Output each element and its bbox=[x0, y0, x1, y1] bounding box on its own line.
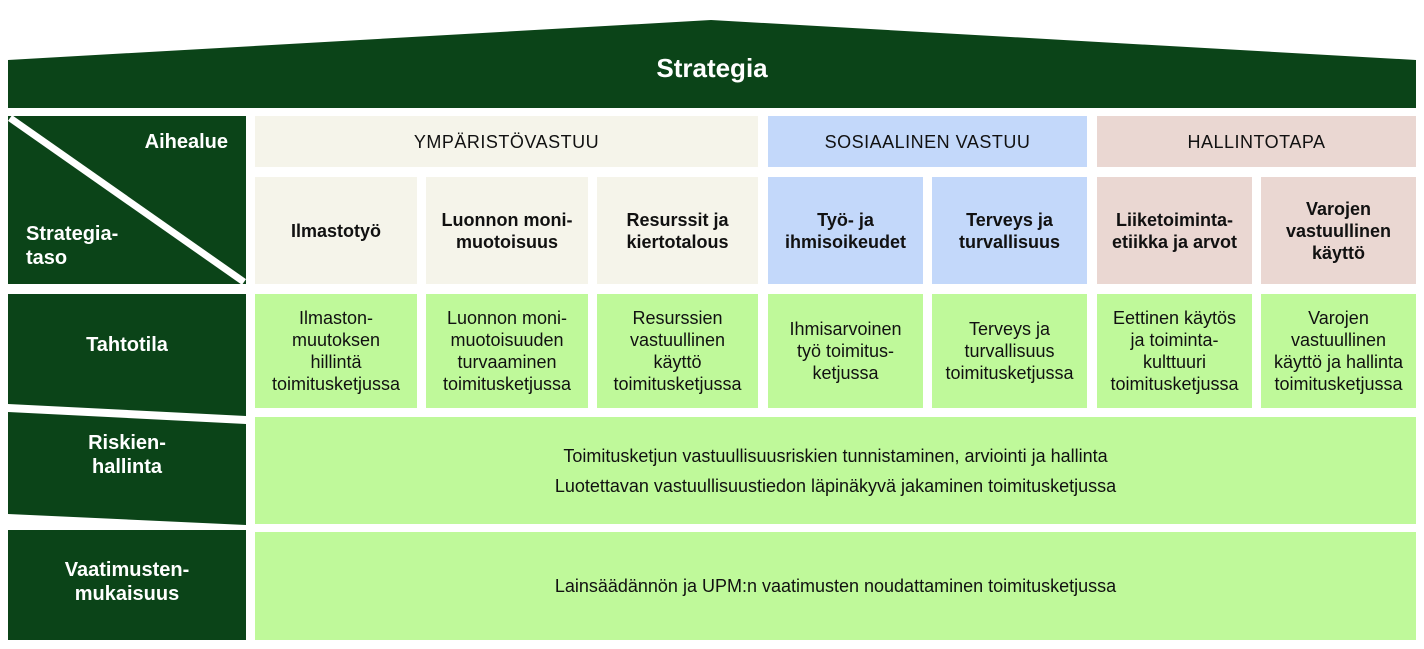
strategy-title: Strategia bbox=[656, 53, 768, 83]
topic-resources: Resurssit ja kiertotalous bbox=[597, 177, 758, 284]
goal-labour-rights: Ihmisarvoinen työ toimitus- ketjussa bbox=[768, 294, 923, 408]
strategy-roof bbox=[8, 20, 1416, 108]
goal-health-safety: Terveys ja turvallisuus toimitusketjussa bbox=[932, 294, 1087, 408]
risk-management-text: Toimitusketjun vastuullisuusriskien tunn… bbox=[255, 417, 1416, 524]
goal-business-ethics: Eettinen käytös ja toiminta- kulttuuri t… bbox=[1097, 294, 1252, 408]
category-axis-label: Aihealue bbox=[144, 131, 228, 153]
category-environment: YMPÄRISTÖVASTUU bbox=[255, 116, 758, 167]
compliance-text: Lainsäädännön ja UPM:n vaatimusten nouda… bbox=[255, 532, 1416, 640]
topic-business-ethics: Liiketoiminta- etiikka ja arvot bbox=[1097, 177, 1252, 284]
row-label-riskienhallinta: Riskien- hallinta bbox=[88, 432, 166, 478]
goal-climate: Ilmaston- muutoksen hillintä toimitusket… bbox=[255, 294, 417, 408]
topic-responsible-funds: Varojen vastuullinen käyttö bbox=[1261, 177, 1416, 284]
topic-climate: Ilmastotyö bbox=[255, 177, 417, 284]
category-social: SOSIAALINEN VASTUU bbox=[768, 116, 1087, 167]
goal-biodiversity: Luonnon moni- muotoisuuden turvaaminen t… bbox=[426, 294, 588, 408]
goal-responsible-funds: Varojen vastuullinen käyttö ja hallinta … bbox=[1261, 294, 1416, 408]
topic-labour-rights: Työ- ja ihmisoikeudet bbox=[768, 177, 923, 284]
axis-header-block bbox=[8, 116, 246, 284]
row-label-vaatimustenmukaisuus: Vaatimusten- mukaisuus bbox=[64, 559, 190, 605]
topic-health-safety: Terveys ja turvallisuus bbox=[932, 177, 1087, 284]
level-axis-label: Strategia- taso bbox=[26, 223, 119, 269]
category-governance: HALLINTOTAPA bbox=[1097, 116, 1416, 167]
goal-resources: Resurssien vastuullinen käyttö toimitusk… bbox=[597, 294, 758, 408]
row-label-tahtotila: Tahtotila bbox=[86, 334, 168, 356]
row-label-shapes bbox=[8, 294, 246, 640]
topic-biodiversity: Luonnon moni- muotoisuus bbox=[426, 177, 588, 284]
